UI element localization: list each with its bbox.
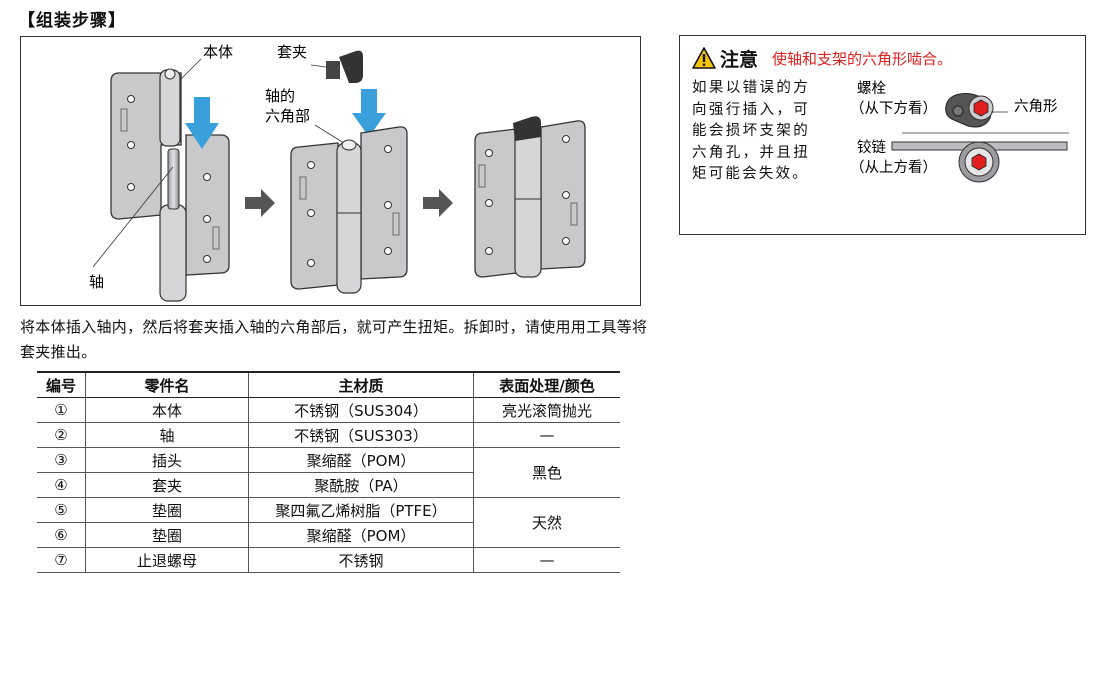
hinge-label: 铰链 [857,138,886,156]
hinge-view-label: （从上方看） [850,159,937,176]
cell-name: 垫圈 [85,497,249,523]
table-row: ② 轴 不锈钢（SUS303） — [37,422,620,448]
bolt-label: 螺栓 [857,80,886,97]
hinge-step3 [474,116,586,278]
cell-name: 本体 [85,397,249,423]
hinge-step2 [290,126,408,294]
table-row: ⑥ 垫圈 聚缩醛（POM） [37,522,620,548]
header-name: 零件名 [85,371,249,398]
cell-finish: — [473,547,620,573]
table-row: ③ 插头 聚缩醛（POM） 黑色 [37,447,620,498]
cell-finish: 黑色 [473,447,620,498]
cell-no: ② [37,422,86,448]
label-body: 本体 [203,43,233,61]
parts-table: 编号 零件名 主材质 表面处理/颜色 ① 本体 不锈钢（SUS304） 亮光滚筒… [37,371,620,573]
bolt-icon [945,93,994,128]
hex-label: 六角形 [1014,98,1058,115]
table-row: ④ 套夹 聚酰胺（PA） [37,472,620,498]
label-shaft: 轴 [89,273,104,291]
assembly-diagram: 本体 轴 套夹 轴的 六角部 [89,43,586,302]
caution-title: 注意 [720,48,759,71]
cell-name: 垫圈 [85,522,249,548]
table-header-row: 编号 零件名 主材质 表面处理/颜色 [37,371,620,398]
cell-finish: 亮光滚筒抛光 [473,397,620,423]
table-row: ① 本体 不锈钢（SUS304） 亮光滚筒抛光 [37,397,620,423]
caution-box: 注意 使轴和支架的六角形啮合。 如果以错误的方向强行插入，可能会损坏支架的六角孔… [679,35,1086,235]
header-no: 编号 [37,371,86,398]
label-hex-1: 轴的 [265,87,295,105]
label-hex-2: 六角部 [265,107,310,125]
label-clip: 套夹 [277,43,307,61]
next-arrow-1 [245,189,275,217]
cell-finish: 天然 [473,497,620,548]
cell-no: ④ [37,472,86,498]
warning-icon [692,47,716,69]
caution-text: 如果以错误的方向强行插入，可能会损坏支架的六角孔，并且扭矩可能会失效。 [692,80,810,182]
cell-no: ⑥ [37,522,86,548]
section-title: 【组装步骤】 [18,11,126,31]
cell-material: 聚四氟乙烯树脂（PTFE） [248,497,474,523]
assembly-description: 将本体插入轴内，然后将套夹插入轴的六角部后，就可产生扭矩。拆卸时，请使用用工具等… [20,318,648,361]
down-arrow-1 [185,97,219,149]
table-row: ⑤ 垫圈 聚四氟乙烯树脂（PTFE） 天然 [37,497,620,548]
cell-name: 插头 [85,447,249,473]
cell-name: 止退螺母 [85,547,249,573]
body-leaf-step1 [110,68,182,220]
cell-no: ⑦ [37,547,86,573]
caution-message: 使轴和支架的六角形啮合。 [772,49,953,68]
cell-name: 套夹 [85,472,249,498]
cell-material: 聚缩醛（POM） [248,447,474,473]
caution-header: 注意 使轴和支架的六角形啮合。 [692,44,952,72]
down-arrow-2 [352,89,386,137]
cell-no: ① [37,397,86,423]
cell-material: 不锈钢 [248,547,474,573]
cell-no: ③ [37,447,86,473]
table-row: ⑦ 止退螺母 不锈钢 — [37,547,620,573]
cell-name: 轴 [85,422,249,448]
assembly-illustration: 本体 轴 套夹 轴的 六角部 [20,36,641,306]
shaft-leaf-step1 [159,134,230,302]
cell-material: 不锈钢（SUS304） [248,397,474,423]
hex-diagram: 螺栓 （从下方看） 六角形 铰链 （从上方看） [850,80,1069,183]
bolt-view-label: （从下方看） [850,100,937,117]
clip-step2 [326,50,363,83]
cell-material: 不锈钢（SUS303） [248,422,474,448]
cell-finish: — [473,422,620,448]
cell-material: 聚缩醛（POM） [248,522,474,548]
hinge-icon [891,141,1068,183]
cell-material: 聚酰胺（PA） [248,472,474,498]
header-material: 主材质 [248,371,474,398]
cell-no: ⑤ [37,497,86,523]
next-arrow-2 [423,189,453,217]
header-finish: 表面处理/颜色 [473,371,620,398]
